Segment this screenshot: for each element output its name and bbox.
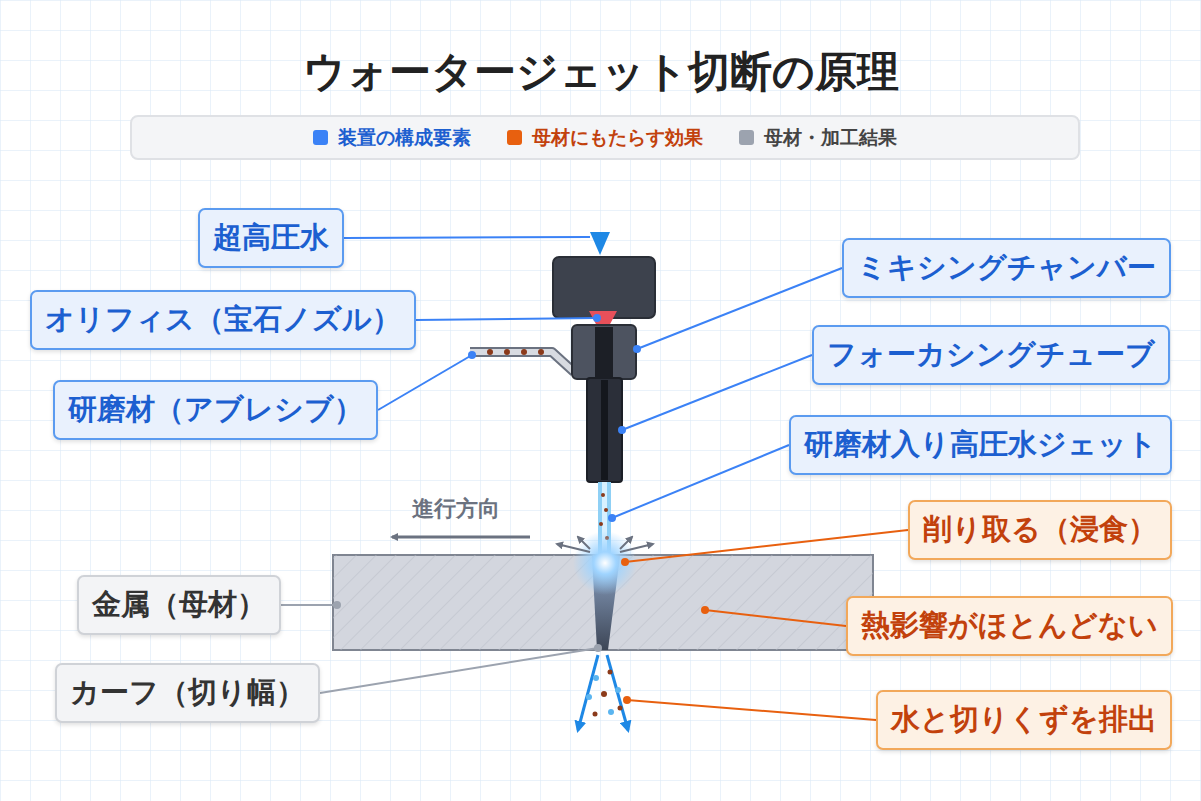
callout-text: 超高圧水 [213, 218, 329, 258]
callout-text: 金属（母材） [92, 585, 266, 625]
callout-box: フォーカシングチューブ [812, 325, 1170, 385]
leader-dot [468, 351, 476, 359]
callout-text: 削り取る（浸食） [923, 510, 1157, 550]
callout-text: フォーカシングチューブ [827, 335, 1155, 375]
legend-swatch [313, 130, 328, 145]
leader-dot [621, 558, 629, 566]
callout-text: 研磨材入り高圧水ジェット [804, 425, 1157, 465]
callout-box: 超高圧水 [198, 208, 344, 268]
leader-dot [618, 426, 626, 434]
legend-item: 母材にもたらす効果 [507, 125, 703, 151]
leader-line [281, 604, 337, 606]
callout-box: カーフ（切り幅） [55, 663, 320, 723]
leader-dot [333, 601, 341, 609]
callout-box: 金属（母材） [77, 575, 281, 635]
leader-line [378, 355, 472, 410]
legend-text: 母材・加工結果 [764, 125, 897, 151]
callout-text: 水と切りくずを排出 [891, 700, 1157, 740]
callout-text: ミキシングチャンバー [857, 248, 1156, 288]
callout-text: 研磨材（アブレシブ） [68, 390, 363, 430]
direction-label: 進行方向 [412, 494, 500, 524]
leader-line [416, 318, 597, 320]
legend-swatch [739, 130, 754, 145]
legend-item: 装置の構成要素 [313, 125, 471, 151]
leader-dot [701, 606, 709, 614]
leader-dot [608, 514, 616, 522]
leader-dot [633, 345, 641, 353]
leader-line [627, 700, 876, 720]
leader-line [622, 355, 812, 430]
callout-box: 削り取る（浸食） [908, 500, 1172, 560]
leader-line [344, 237, 590, 238]
callout-box: 研磨材（アブレシブ） [53, 380, 378, 440]
leader-line [320, 648, 598, 693]
diagram-title: ウォータージェット切断の原理 [0, 44, 1201, 100]
callout-text: 熱影響がほとんどない [861, 606, 1158, 646]
callout-box: オリフィス（宝石ノズル） [30, 290, 416, 350]
callout-text: オリフィス（宝石ノズル） [45, 300, 401, 340]
callout-text: カーフ（切り幅） [70, 673, 305, 713]
callout-box: 水と切りくずを排出 [876, 690, 1172, 750]
legend-text: 母材にもたらす効果 [532, 125, 703, 151]
legend-text: 装置の構成要素 [338, 125, 471, 151]
leader-line [705, 610, 846, 626]
callout-box: ミキシングチャンバー [842, 238, 1171, 298]
callout-box: 熱影響がほとんどない [846, 596, 1173, 656]
leader-dot [594, 644, 602, 652]
legend-panel: 装置の構成要素 母材にもたらす効果 母材・加工結果 [130, 115, 1080, 160]
leader-dot [623, 696, 631, 704]
legend-item: 母材・加工結果 [739, 125, 897, 151]
leader-line [625, 530, 908, 562]
callout-box: 研磨材入り高圧水ジェット [789, 415, 1172, 475]
leader-line [612, 445, 789, 518]
legend-swatch [507, 130, 522, 145]
leader-dot [593, 314, 601, 322]
